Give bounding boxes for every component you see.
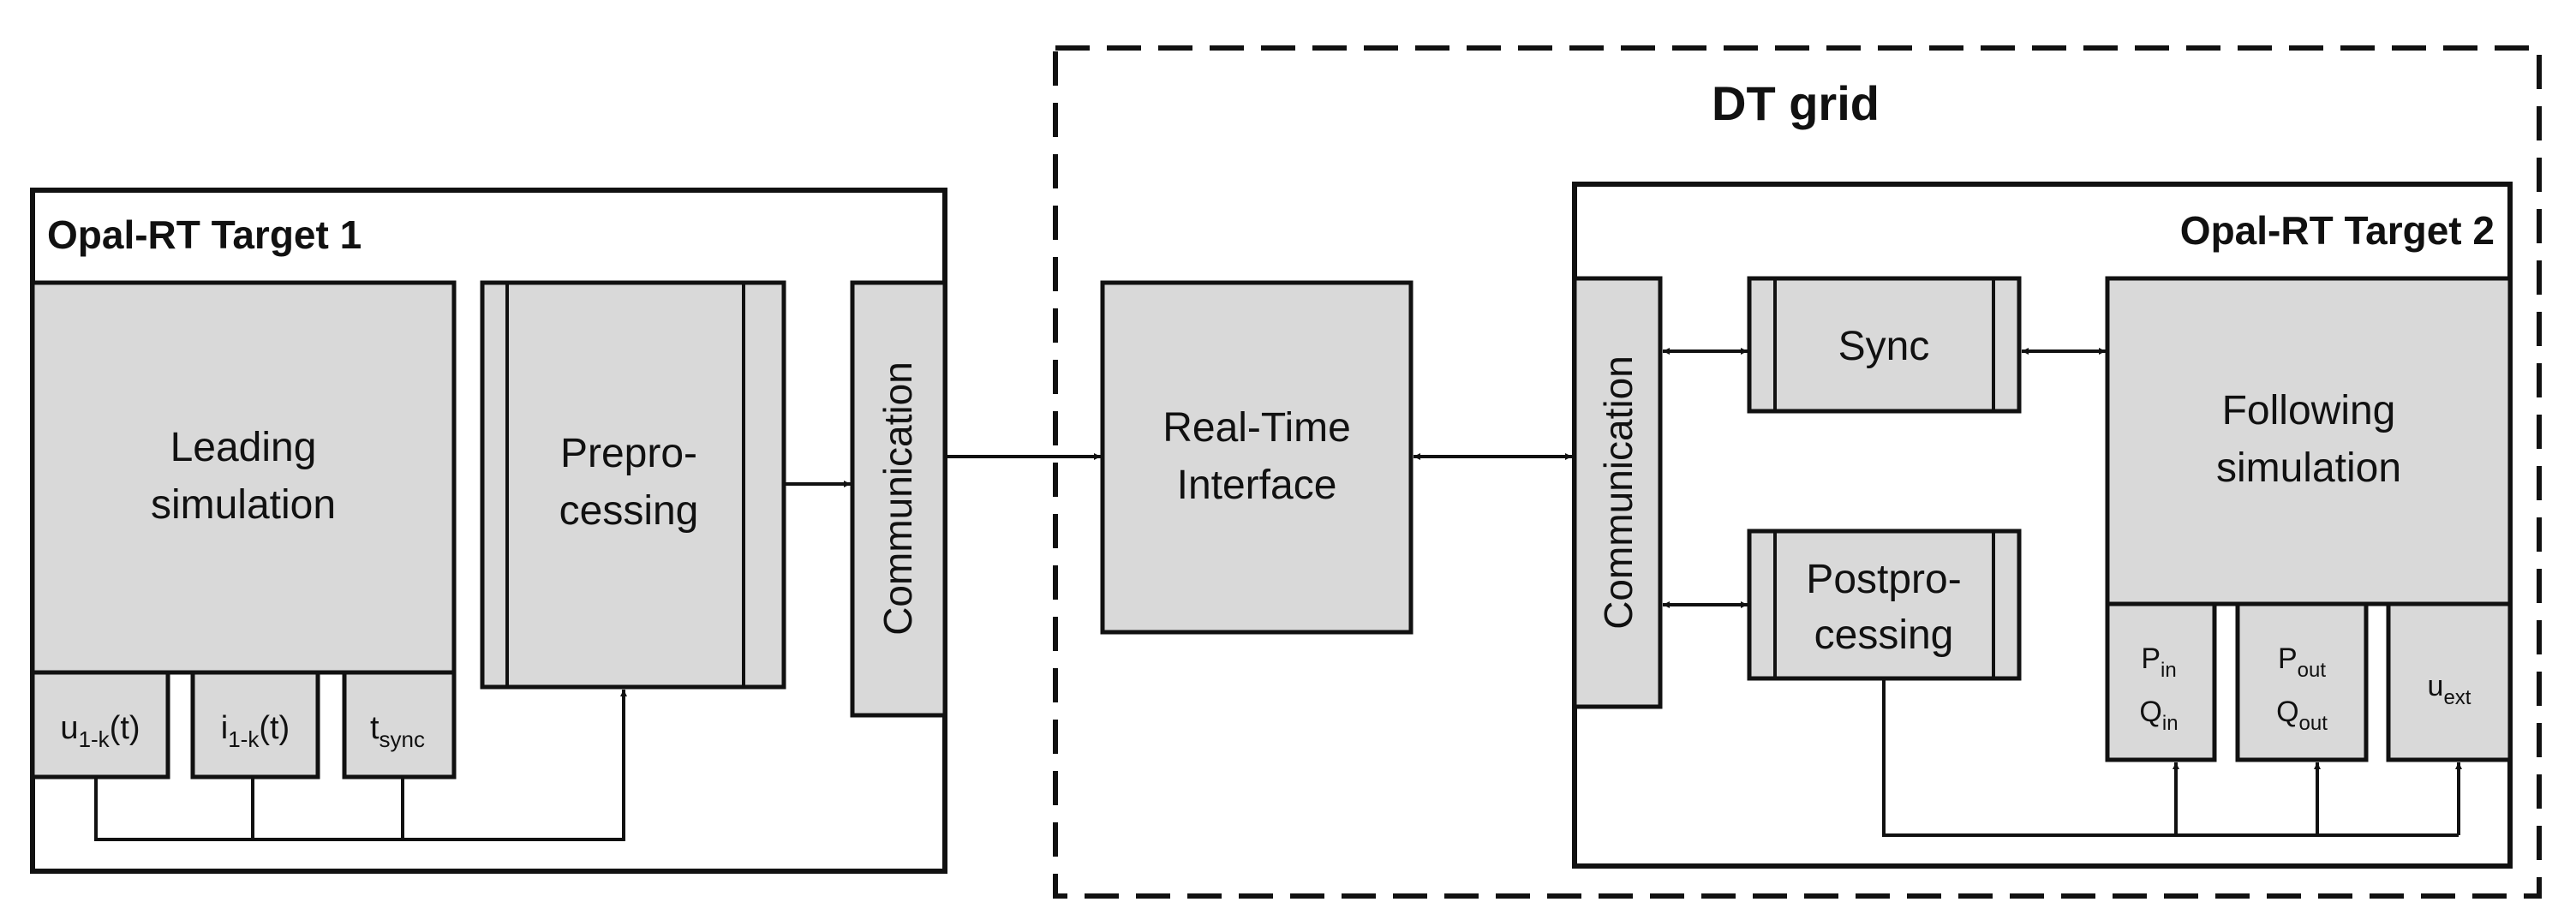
sync-block: [1747, 276, 2022, 414]
dt-grid-title: DT grid: [1712, 76, 1880, 130]
port-qout-label: Qout: [2276, 696, 2328, 735]
target2-communication-label: Communication: [1596, 355, 1641, 630]
preprocessing-label: Prepro-: [560, 431, 697, 476]
postprocessing-label: Postpro-: [1806, 557, 1961, 602]
target1-communication-block: [850, 280, 947, 718]
target2-title: Opal-RT Target 2: [2180, 208, 2495, 253]
port-i1k: [190, 670, 320, 780]
real-time-interface-block: [1100, 280, 1414, 635]
target2-communication-block: [1572, 276, 1663, 709]
postprocessing-block: [1747, 529, 2022, 681]
port-i1k-label: i1-k(t): [221, 710, 290, 752]
real-time-interface-label: Real-Time: [1162, 405, 1351, 451]
following-simulation-label-2: simulation: [2216, 445, 2401, 491]
port-u1k-label: u1-k(t): [60, 710, 140, 752]
port-tsync-label: tsync: [370, 710, 425, 752]
sync-label: Sync: [1838, 324, 1930, 369]
preprocessing-label-2: cessing: [559, 488, 699, 534]
postprocessing-label-2: cessing: [1814, 612, 1954, 658]
dt-grid-frame: [1053, 45, 2542, 899]
target1-communication-label: Communication: [876, 361, 920, 636]
port-uext-label: uext: [2428, 670, 2471, 709]
real-time-interface-label-2: Interface: [1177, 463, 1337, 508]
port-tsync: [342, 670, 457, 780]
following-simulation-block: [2105, 276, 2513, 606]
port-qin-label: Qin: [2139, 696, 2178, 735]
leading-simulation-label-2: simulation: [151, 482, 336, 528]
leading-simulation-block: [30, 280, 457, 675]
port-uext: [2386, 601, 2513, 762]
port-pin-qin: [2105, 601, 2217, 762]
port-pout-qout: [2235, 601, 2369, 762]
following-simulation-label: Following: [2222, 388, 2396, 433]
preprocessing-block: [480, 280, 786, 690]
port-u1k: [30, 670, 170, 780]
target1-title: Opal-RT Target 1: [47, 212, 362, 257]
port-pin-label: Pin: [2141, 642, 2176, 682]
port-pout-label: Pout: [2278, 642, 2326, 682]
leading-simulation-label: Leading: [170, 425, 317, 470]
